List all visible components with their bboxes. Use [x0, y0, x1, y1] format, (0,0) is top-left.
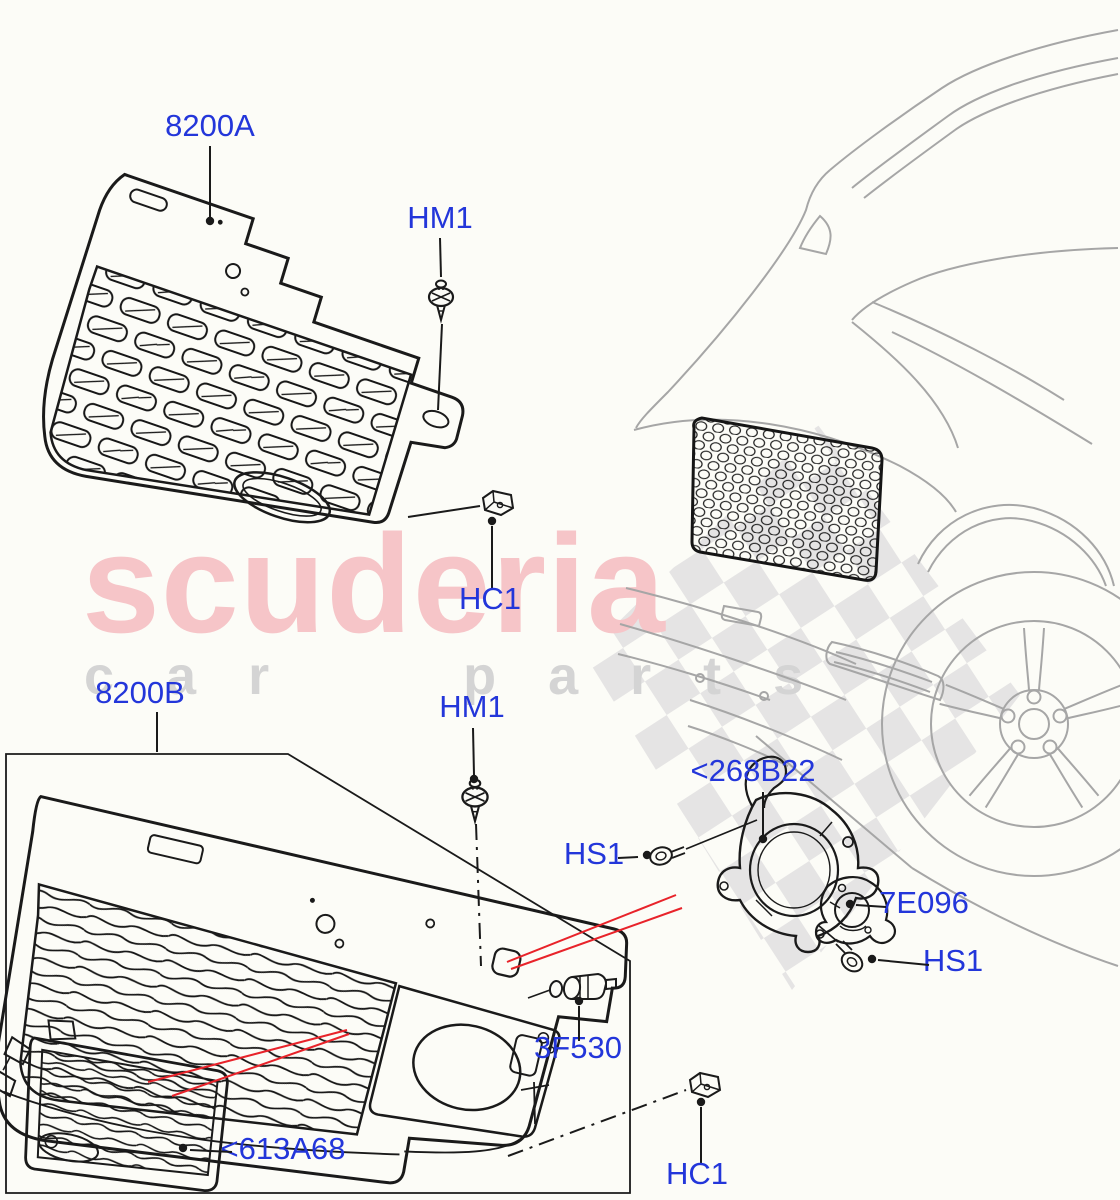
leader-dot — [696, 1097, 706, 1107]
leader-dot — [867, 954, 877, 964]
label-camera-bracket: 7E096 — [845, 885, 969, 920]
part-code-8200b[interactable]: 8200B — [95, 675, 185, 710]
checkered-flag-watermark — [585, 425, 1020, 990]
part-code-hs1-right[interactable]: HS1 — [923, 943, 983, 978]
hs1-screw-right-drawing — [817, 924, 864, 973]
hm1-clip-lower-drawing — [461, 778, 489, 823]
part-code-hm1-upper[interactable]: HM1 — [407, 200, 472, 235]
leader-dot — [487, 516, 497, 526]
label-hm1-lower: HM1 — [439, 689, 505, 967]
badge-recess — [233, 471, 332, 524]
badge-recess-insert — [38, 1132, 99, 1163]
part-code-hc1-lower[interactable]: HC1 — [666, 1156, 728, 1191]
part-code-hc1-upper[interactable]: HC1 — [459, 581, 521, 616]
camera-aperture — [368, 984, 561, 1138]
leader-dot — [178, 1143, 188, 1153]
label-grille-lower: 8200B — [95, 675, 185, 752]
leader-line — [855, 904, 887, 908]
sensor-drawing — [527, 972, 617, 1000]
hc1-clip-lower-drawing — [689, 1072, 721, 1098]
lower-bracket — [520, 1081, 550, 1125]
front-wheel — [881, 571, 1120, 877]
label-grille-insert: <613A68 — [178, 1131, 346, 1166]
label-hc1-lower: HC1 — [507, 1089, 728, 1191]
watermark-tagline-text: car parts — [84, 646, 855, 706]
part-code-613a68[interactable]: <613A68 — [221, 1131, 346, 1166]
grille-8200a-drawing — [42, 172, 465, 525]
leader-line — [617, 856, 639, 859]
label-hs1-left: HS1 — [564, 836, 652, 871]
leader-line — [189, 1149, 233, 1153]
label-hs1-right: HS1 — [867, 943, 983, 978]
watermark: scuderia car parts — [82, 425, 1020, 990]
hm1-clip-upper-drawing — [427, 279, 455, 322]
leader-dot — [469, 774, 479, 784]
hs1-screw-left-drawing — [649, 819, 758, 866]
leader-line — [472, 727, 475, 776]
part-code-8200a[interactable]: 8200A — [165, 108, 255, 143]
label-camera-bezel: <268B22 — [691, 753, 816, 844]
leader-dot — [845, 899, 855, 909]
leader-dot — [205, 216, 215, 226]
vehicle-illustration — [617, 29, 1120, 967]
label-hc1-upper: HC1 — [407, 505, 521, 616]
label-sensor: 3F530 — [534, 996, 622, 1065]
camera-mount-slot — [491, 947, 522, 978]
leader-dot — [642, 850, 652, 860]
label-hm1-upper: HM1 — [407, 200, 473, 411]
vehicle-grille — [690, 416, 884, 582]
leader-line — [439, 237, 442, 278]
red-reference-lines — [147, 894, 683, 1097]
part-code-hs1-left[interactable]: HS1 — [564, 836, 624, 871]
assembly-dash-line — [475, 823, 482, 967]
leader-dot — [574, 996, 584, 1006]
part-code-7e096[interactable]: 7E096 — [879, 885, 969, 920]
camera-bezel-drawing — [716, 755, 880, 954]
camera-bracket-drawing — [814, 876, 896, 945]
leader-line — [407, 505, 481, 518]
watermark-brand-text: scuderia — [82, 505, 666, 662]
part-code-hm1-lower[interactable]: HM1 — [439, 689, 504, 724]
part-code-268b22[interactable]: <268B22 — [691, 753, 816, 788]
label-grille-upper: 8200A — [165, 108, 255, 226]
leader-line — [437, 323, 443, 411]
clip-hole — [422, 409, 450, 429]
leader-dot — [758, 834, 768, 844]
leader-line — [877, 959, 930, 966]
